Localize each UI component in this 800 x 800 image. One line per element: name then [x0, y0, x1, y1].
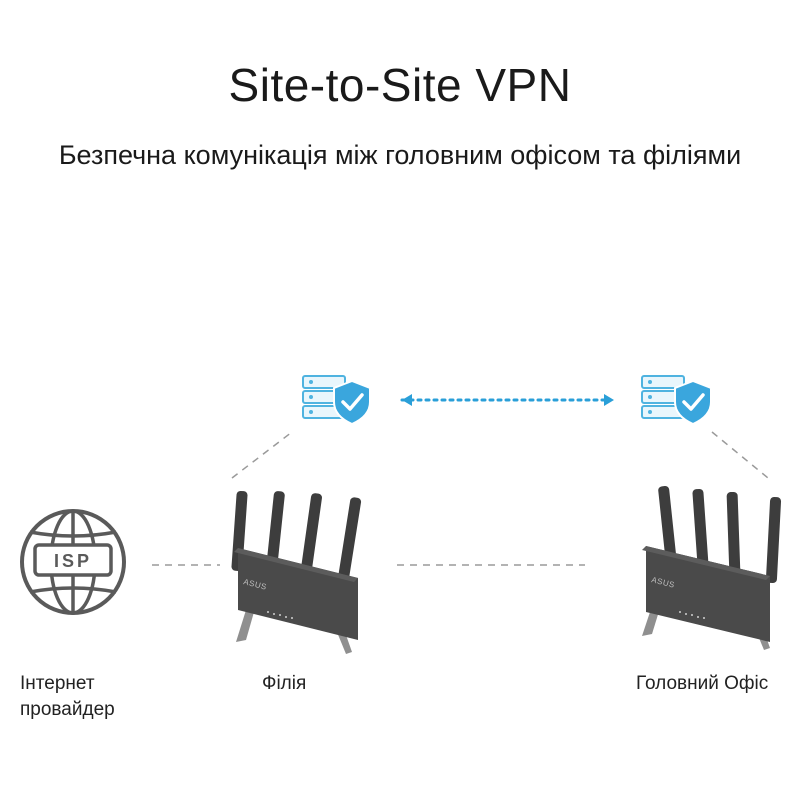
head-office-label: Головний Офіс [636, 673, 769, 694]
isp-label-line2: провайдер [20, 699, 115, 720]
isp-globe-icon: ISP [20, 509, 126, 615]
isp-badge: ISP [54, 551, 92, 571]
isp-label: Інтернет провайдер [20, 671, 115, 723]
branch-label: Філія [262, 673, 307, 694]
hq-router-icon: ASUS [642, 485, 782, 650]
page-title: Site-to-Site VPN [228, 59, 572, 111]
branch-server-shield-icon [302, 375, 371, 426]
isp-label-line1: Інтернет [20, 673, 95, 694]
branch-router-icon: ASUS [231, 490, 362, 654]
hq-server-connector [711, 431, 769, 479]
hq-server-shield-icon [641, 375, 712, 426]
page-subtitle: Безпечна комунікація між головним офісом… [58, 140, 742, 170]
vpn-tunnel-double-arrow-icon [400, 394, 614, 406]
branch-server-connector [231, 431, 293, 479]
